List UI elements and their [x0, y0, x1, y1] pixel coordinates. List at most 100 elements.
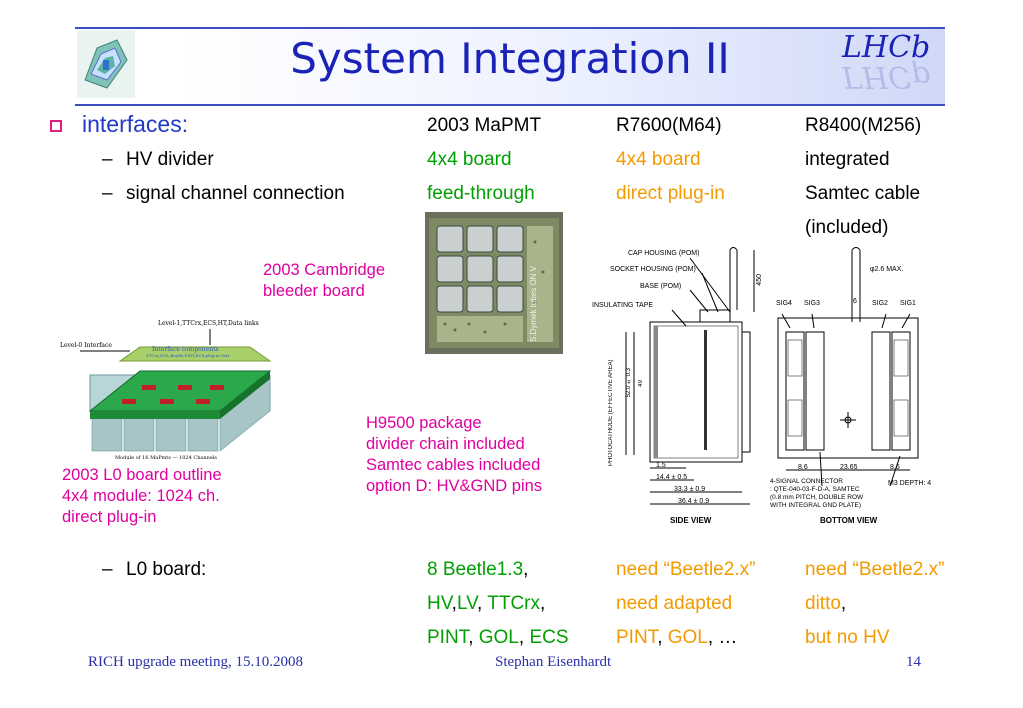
l0-mapmt-line2: HV,LV, TTCrx,: [427, 593, 545, 615]
bleeder-board-photo: S.Dymek tubes ON V: [425, 212, 563, 354]
dim-52: 52.0 ± 0.3: [626, 368, 632, 398]
l0-ecs: ECS: [529, 627, 569, 648]
annotation-l0-outline: 2003 L0 board outline 4x4 module: 1024 c…: [62, 465, 222, 528]
annotation-line: 4x4 module: 1024 ch.: [62, 487, 220, 505]
comma: ,: [523, 559, 529, 580]
label-sig4: SIG4: [776, 300, 792, 307]
signal-r8400: Samtec cable: [805, 183, 921, 204]
comma: ,: [840, 593, 847, 614]
l0-r7600-gol: GOL: [667, 627, 708, 648]
row-label-signal: signal channel connection: [126, 183, 345, 204]
dash-bullet: –: [102, 183, 113, 204]
h9500-technical-drawing: CAP HOUSING (POM) SOCKET HOUSING (POM) B…: [590, 240, 950, 530]
l0-r7600-line1: need “Beetle2.x”: [616, 559, 756, 580]
dim-6: 6: [853, 298, 857, 305]
l0-r7600-pint: PINT: [616, 627, 658, 648]
label-side-view: SIDE VIEW: [670, 516, 712, 525]
logo-text-top: LHCb: [842, 30, 931, 65]
comma: ,: [468, 627, 479, 648]
title-bar: [75, 27, 945, 106]
bullet-square-icon: [50, 120, 62, 132]
l0-r8400-line3: but no HV: [805, 627, 890, 648]
column-header-r7600: R7600(M64): [616, 115, 722, 136]
row-label-hv: HV divider: [126, 149, 214, 170]
label-insulating-tape: INSULATING TAPE: [592, 302, 654, 309]
comma: ,: [451, 593, 457, 614]
dim-23-65: 23.65: [840, 464, 858, 471]
l0-ttcrx: TTCrx: [487, 593, 541, 614]
l0-beetle: 8 Beetle1.3: [427, 559, 524, 580]
comma: ,: [657, 627, 668, 648]
l0-pint: PINT: [427, 627, 469, 648]
l0-r8400-line1: need “Beetle2.x”: [805, 559, 945, 580]
dash-bullet: –: [102, 149, 113, 170]
label-sig1: SIG1: [900, 300, 916, 307]
label-bottom-view: BOTTOM VIEW: [820, 516, 878, 525]
annotation-line: divider chain included: [366, 435, 525, 453]
dim-2-6: φ2.6 MAX.: [870, 266, 904, 273]
column-header-mapmt: 2003 MaPMT: [427, 115, 542, 136]
dim-8-6-right: 8.6: [890, 464, 900, 471]
lhcb-detector-icon: [77, 30, 135, 98]
l0-r8400-line2: ditto,: [805, 593, 846, 615]
comma: ,: [477, 593, 488, 614]
l0-gol: GOL: [478, 627, 519, 648]
connector-line: 4-SIGNAL CONNECTOR: [770, 478, 843, 485]
logo-text-bottom: ГНСр: [842, 59, 931, 94]
annotation-h9500: H9500 package divider chain included Sam…: [366, 413, 542, 497]
label-m3-depth: M3 DEPTH: 4: [888, 480, 932, 487]
label-photocathode: PHOTOCATHODE (EFFECTIVE AREA): [608, 359, 614, 466]
l0-r8400-ditto: ditto: [805, 593, 841, 614]
annotation-line: option D: HV&GND pins: [366, 477, 543, 495]
ellipsis: , …: [707, 627, 738, 648]
comma: ,: [540, 593, 546, 614]
connector-line: : QTE-040-03-F-D-A, SAMTEC: [770, 486, 860, 493]
annotation-line: bleeder board: [263, 282, 365, 300]
hv-r8400: integrated: [805, 149, 890, 170]
dim-8-6-left: 8.6: [798, 464, 808, 471]
dim-33-3: 33.3 ± 0.9: [674, 486, 706, 493]
label-sig3: SIG3: [804, 300, 820, 307]
l0-mapmt-line1: 8 Beetle1.3,: [427, 559, 528, 581]
page-title: System Integration II: [290, 34, 730, 83]
diagram-top-label: Level-1,TTCrx,ECS,HT,Data links: [158, 320, 259, 327]
dim-14-4: 14.4 ± 0.5: [656, 474, 688, 481]
column-header-r8400: R8400(M256): [805, 115, 922, 136]
signal-mapmt: feed-through: [427, 183, 535, 204]
annotation-line: 2003 Cambridge: [263, 261, 385, 279]
l0-mapmt-line3: PINT, GOL, ECS: [427, 627, 569, 649]
hv-r7600: 4x4 board: [616, 149, 701, 170]
dim-450: 450: [756, 274, 763, 286]
annotation-line: Samtec cables included: [366, 456, 541, 474]
annotation-line: direct plug-in: [62, 508, 157, 526]
label-cap-housing: CAP HOUSING (POM): [628, 250, 700, 257]
connector-line: WITH INTEGRAL GND PLATE): [770, 502, 862, 509]
l0-board-diagram: Level-1,TTCrx,ECS,HT,Data links Level-0 …: [60, 315, 280, 465]
comma: ,: [518, 627, 530, 648]
label-connector: 4-SIGNAL CONNECTOR : QTE-040-03-F-D-A, S…: [770, 478, 863, 510]
lhcb-logo: LHCb ГНСр: [842, 30, 942, 96]
dim-1-5: 1.5: [656, 462, 666, 469]
annotation-line: H9500 package: [366, 414, 482, 432]
l0-r7600-line3: PINT, GOL, …: [616, 627, 737, 649]
connector-line: (0.8 mm PITCH, DOUBLE ROW: [770, 494, 864, 501]
footer-page-number: 14: [906, 654, 921, 670]
row-label-l0: L0 board:: [126, 559, 207, 580]
label-base: BASE (POM): [640, 283, 682, 290]
diagram-plate-label-2: TTCrx,GOL,Beetle,PINT,ECS,plug-in,Vert: [146, 353, 230, 358]
diagram-bottom-label: Module of 16 MaPmts — 1024 Channels: [115, 455, 217, 461]
diagram-side-label: Level-0 Interface: [60, 342, 112, 349]
interfaces-label: interfaces:: [82, 111, 189, 137]
photo-label: S.Dymek tubes ON V: [529, 265, 538, 342]
footer-meeting: RICH upgrade meeting, 15.10.2008: [88, 654, 303, 670]
l0-hv: HV: [427, 593, 452, 614]
hv-mapmt: 4x4 board: [427, 149, 512, 170]
annotation-line: 2003 L0 board outline: [62, 466, 222, 484]
diagram-plate-label: Interface components: [152, 346, 219, 353]
label-sig2: SIG2: [872, 300, 888, 307]
dim-36-4: 36.4 ± 0.9: [678, 498, 710, 505]
label-socket-housing: SOCKET HOUSING (POM): [610, 266, 696, 273]
dash-bullet: –: [102, 559, 113, 580]
dim-49: 49: [638, 380, 644, 387]
footer-author: Stephan Eisenhardt: [495, 654, 612, 670]
